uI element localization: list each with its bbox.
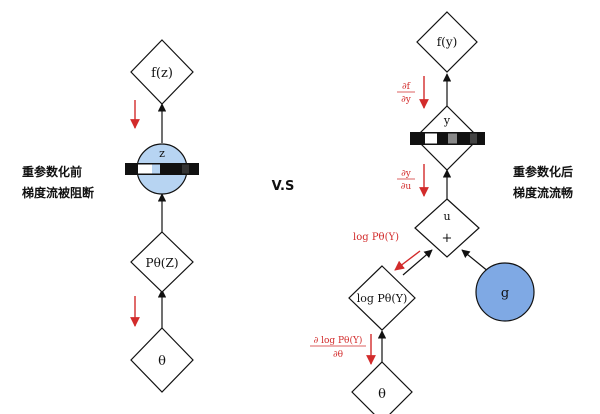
- caption-left-2: 梯度流被阻断: [22, 185, 94, 200]
- caption-right-2: 梯度流流畅: [513, 185, 573, 200]
- svg-text:z: z: [159, 147, 165, 160]
- node-fy: f(y): [416, 11, 478, 73]
- svg-text:Pθ(Z): Pθ(Z): [146, 256, 179, 270]
- grad-df-dy: ∂f ∂y: [397, 76, 429, 109]
- vs-label: V.S: [272, 179, 295, 194]
- node-p-theta: Pθ(Z): [130, 231, 194, 293]
- svg-text:∂θ: ∂θ: [333, 350, 343, 360]
- svg-text:∂f: ∂f: [402, 82, 411, 92]
- svg-text:f(z): f(z): [151, 66, 173, 81]
- node-g: g: [475, 262, 535, 322]
- node-theta-left: θ: [130, 327, 194, 393]
- grad-dy-du: ∂y ∂u: [397, 164, 429, 197]
- svg-text:+: +: [442, 231, 453, 246]
- svg-text:θ: θ: [378, 387, 386, 402]
- svg-text:∂y: ∂y: [401, 169, 412, 179]
- svg-text:∂u: ∂u: [401, 182, 412, 192]
- node-z: z: [125, 143, 199, 195]
- node-theta-right: θ: [351, 361, 413, 414]
- svg-text:∂y: ∂y: [401, 95, 412, 105]
- node-u-plus: u +: [414, 198, 480, 258]
- grad-logp: log Pθ(Y): [353, 232, 421, 271]
- svg-text:θ: θ: [158, 354, 166, 369]
- grad-dlogp-dtheta: ∂ log Pθ(Y) ∂θ: [310, 334, 376, 365]
- svg-text:f(y): f(y): [437, 35, 458, 49]
- svg-text:u: u: [443, 210, 450, 223]
- svg-text:g: g: [501, 286, 509, 301]
- edge-logp-to-u: [402, 249, 433, 276]
- svg-text:log Pθ(Y): log Pθ(Y): [353, 232, 399, 243]
- edge-g-to-u: [461, 249, 490, 273]
- caption-right-1: 重参数化后: [513, 164, 573, 179]
- svg-text:∂ log Pθ(Y): ∂ log Pθ(Y): [314, 335, 363, 346]
- caption-left-1: 重参数化前: [22, 164, 82, 179]
- node-logp: log Pθ(Y): [348, 265, 416, 331]
- node-y: y: [410, 105, 485, 171]
- svg-text:log Pθ(Y): log Pθ(Y): [357, 292, 408, 305]
- node-fz: f(z): [130, 39, 194, 105]
- svg-text:y: y: [443, 114, 451, 127]
